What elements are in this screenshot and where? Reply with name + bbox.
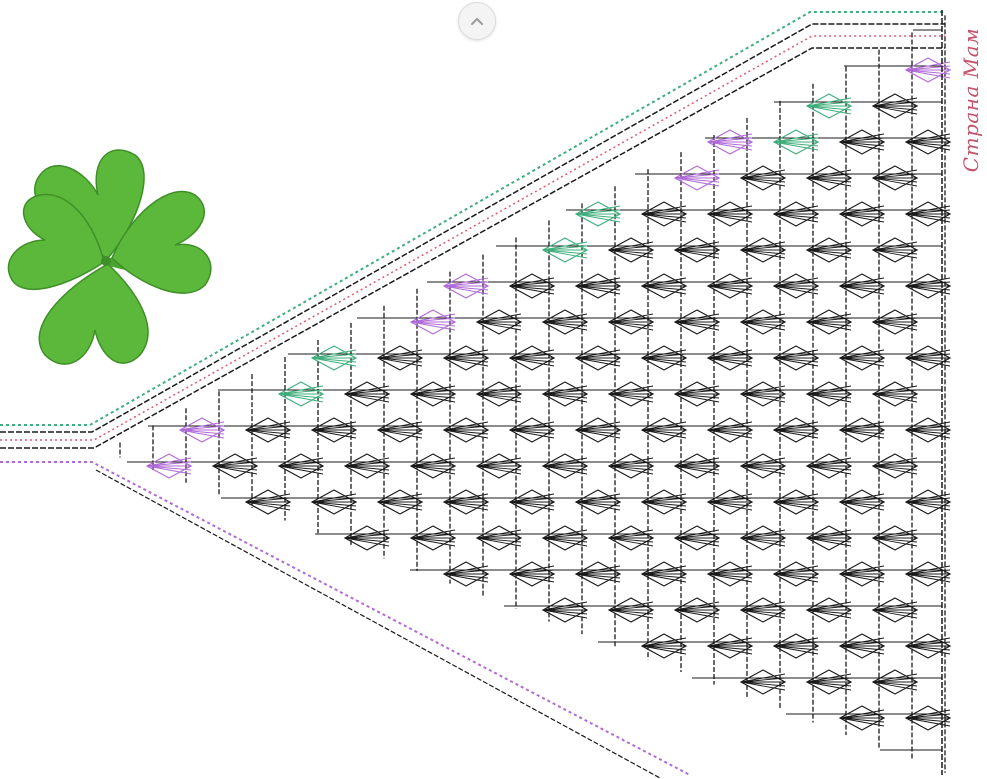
diagram-edges bbox=[0, 10, 945, 778]
watermark: Страна Мам bbox=[958, 10, 984, 190]
bottom-edge-chain bbox=[0, 462, 690, 775]
diagram-motifs bbox=[147, 58, 950, 730]
bottom-edge-chain bbox=[96, 470, 660, 778]
watermark-text: Страна Мам bbox=[959, 28, 983, 172]
chevron-up-icon bbox=[470, 16, 484, 26]
four-leaf-clover-icon bbox=[8, 150, 210, 364]
scroll-up-button[interactable] bbox=[458, 2, 496, 40]
